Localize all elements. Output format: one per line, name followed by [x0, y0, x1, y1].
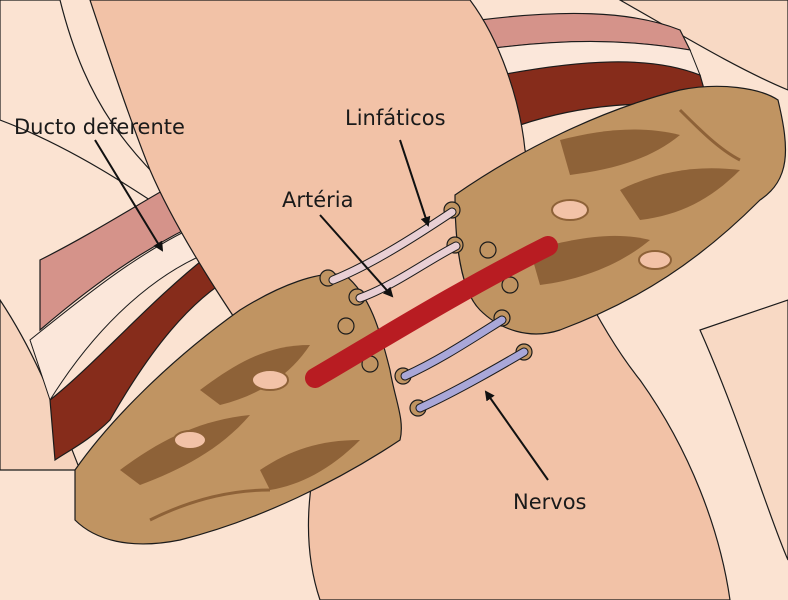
- lymphatic-vessels: [328, 207, 461, 303]
- cord-fascia-right: [443, 85, 787, 361]
- label-arteria: Artéria: [282, 188, 354, 212]
- arrow-nervos: [484, 390, 549, 481]
- nerve-fibers: [400, 315, 529, 413]
- label-arrows: [94, 139, 549, 481]
- arrow-arteria: [319, 214, 394, 298]
- arrow-ducto-deferente: [94, 139, 164, 252]
- label-nervos: Nervos: [513, 490, 587, 514]
- inguinal-layers-right: [479, 12, 711, 126]
- label-linfaticos: Linfáticos: [345, 106, 446, 130]
- arrow-linfaticos: [399, 139, 431, 227]
- artery-vessel: [305, 236, 558, 388]
- label-ducto-deferente: Ducto deferente: [14, 115, 185, 139]
